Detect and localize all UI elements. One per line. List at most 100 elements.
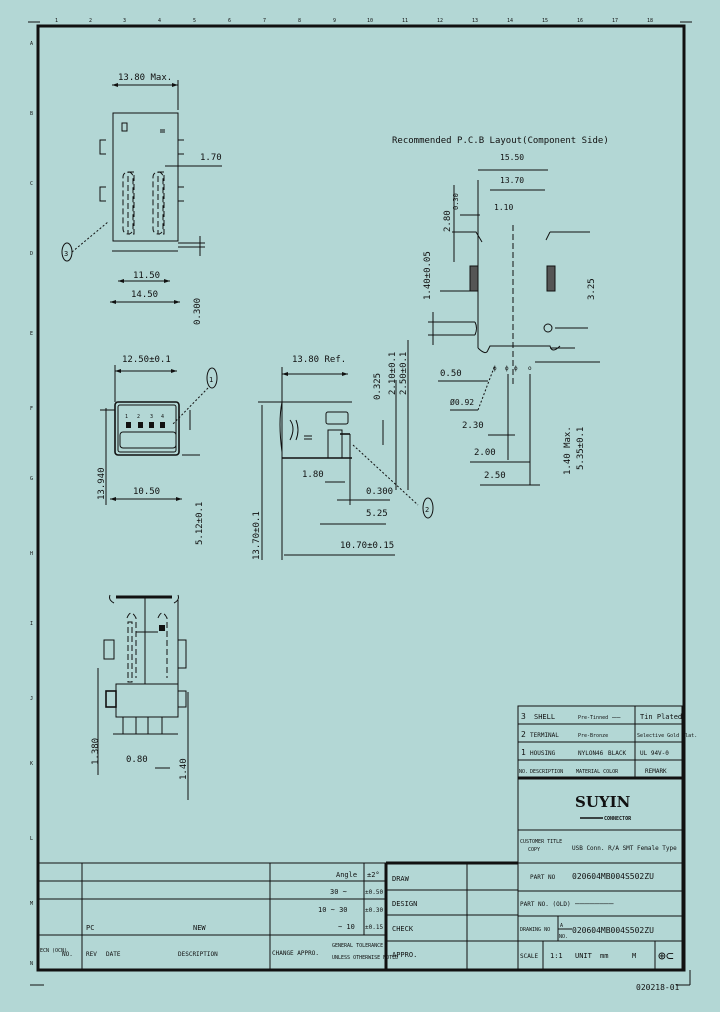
revision-block: PC NEW ECN (OCN) NO. REV DATE DESCRIPTIO… xyxy=(38,863,270,970)
svg-text:MATERIAL COLOR: MATERIAL COLOR xyxy=(576,769,619,775)
svg-text:10.70±0.15: 10.70±0.15 xyxy=(340,541,394,551)
svg-text:H: H xyxy=(30,551,33,557)
svg-text:3: 3 xyxy=(64,250,68,258)
svg-text:CHANGE APPRO.: CHANGE APPRO. xyxy=(272,950,319,957)
tolerance-block: Angle ±2° 30 ~ ±0.50 10 ~ 30 ±0.30 ~ 10 … xyxy=(38,862,398,970)
svg-text:14: 14 xyxy=(507,18,513,24)
svg-text:10 ~ 30: 10 ~ 30 xyxy=(318,906,348,914)
svg-text:0.325: 0.325 xyxy=(373,373,383,400)
svg-text:2: 2 xyxy=(89,18,92,24)
svg-text:NYLON46: NYLON46 xyxy=(578,750,604,757)
svg-text:D: D xyxy=(30,251,33,257)
svg-text:M: M xyxy=(632,952,636,960)
projection-symbol: ⊕⊂ xyxy=(658,949,674,964)
svg-text:NO.: NO. xyxy=(559,934,568,940)
svg-text:15: 15 xyxy=(542,18,548,24)
svg-text:B: B xyxy=(30,111,33,117)
svg-text:APPRO.: APPRO. xyxy=(392,951,417,959)
document-code: 020218-01 xyxy=(636,983,680,992)
svg-text:PC: PC xyxy=(86,924,94,932)
svg-text:18: 18 xyxy=(647,18,653,24)
svg-text:±0.30: ±0.30 xyxy=(365,907,383,914)
svg-text:NEW: NEW xyxy=(193,924,206,932)
svg-text:2.30: 2.30 xyxy=(462,421,484,431)
svg-text:±2°: ±2° xyxy=(367,871,380,879)
svg-text:————————: ———————— xyxy=(575,899,614,908)
svg-text:0.50: 0.50 xyxy=(440,369,462,379)
svg-text:SHELL: SHELL xyxy=(534,713,555,721)
svg-text:DESCRIPTION: DESCRIPTION xyxy=(178,951,218,958)
svg-text:020604MB004S502ZU: 020604MB004S502ZU xyxy=(572,926,654,935)
svg-text:UL 94V-0: UL 94V-0 xyxy=(640,750,669,757)
svg-text:ϕ: ϕ xyxy=(514,365,518,372)
svg-text:1: 1 xyxy=(521,748,526,757)
svg-text:DESCRIPTION: DESCRIPTION xyxy=(530,769,563,775)
front-view: 12.50±0.1 1 1 2 3 4 13.940 10.50 5.12±0.… xyxy=(97,355,218,545)
bom-table: 3 SHELL Pre-Tinned —— Tin Plated 2 TERMI… xyxy=(517,705,697,780)
svg-text:GENERAL TOLERANCE: GENERAL TOLERANCE xyxy=(332,943,383,949)
svg-text:REV: REV xyxy=(86,951,97,958)
sheet-border xyxy=(36,24,686,972)
svg-text:30 ~: 30 ~ xyxy=(330,888,347,896)
svg-text:0.30: 0.30 xyxy=(452,193,460,210)
svg-text:CONNECTOR: CONNECTOR xyxy=(604,816,632,822)
svg-text:N: N xyxy=(30,961,33,967)
svg-text:~ 10: ~ 10 xyxy=(338,923,355,931)
svg-text:2.50: 2.50 xyxy=(484,471,506,481)
svg-text:14.50: 14.50 xyxy=(131,290,158,300)
svg-text:PART NO: PART NO xyxy=(530,874,556,881)
svg-text:CHECK: CHECK xyxy=(392,925,414,933)
svg-text:DATE: DATE xyxy=(106,951,121,958)
svg-text:1.380: 1.380 xyxy=(91,738,101,765)
svg-text:UNIT: UNIT xyxy=(575,952,593,960)
svg-text:11: 11 xyxy=(402,18,408,24)
svg-text:17: 17 xyxy=(612,18,618,24)
svg-text:0.80: 0.80 xyxy=(126,755,148,765)
svg-text:5.12±0.1: 5.12±0.1 xyxy=(195,502,205,545)
svg-text:SCALE: SCALE xyxy=(520,953,538,960)
svg-text:ϕ: ϕ xyxy=(493,365,497,372)
svg-text:13: 13 xyxy=(472,18,478,24)
svg-text:1: 1 xyxy=(125,414,128,420)
svg-text:Pre-Tinned: Pre-Tinned xyxy=(578,715,608,721)
svg-text:COPY: COPY xyxy=(528,847,540,853)
approval-block: DRAW DESIGN CHECK APPRO. xyxy=(384,861,518,970)
side-view: 13.80 Ref. 2 1.80 0.300 5.25 10.70±0.15 … xyxy=(252,340,434,560)
left-ruler: A B C D E F G H I J K L M N xyxy=(30,41,33,967)
svg-text:9: 9 xyxy=(333,18,336,24)
svg-text:M: M xyxy=(30,901,33,907)
svg-text:13.80 Ref.: 13.80 Ref. xyxy=(292,355,346,365)
svg-text:2.80: 2.80 xyxy=(443,210,453,232)
svg-text:3.25: 3.25 xyxy=(587,278,597,300)
svg-text:J: J xyxy=(30,696,33,702)
svg-text:CUSTOMER TITLE: CUSTOMER TITLE xyxy=(520,839,562,845)
svg-text:13.70: 13.70 xyxy=(500,176,524,185)
svg-text:o: o xyxy=(528,365,532,372)
svg-text:16: 16 xyxy=(577,18,583,24)
svg-text:0.300: 0.300 xyxy=(193,298,203,325)
svg-text:USB Conn. R/A SMT Female Type: USB Conn. R/A SMT Female Type xyxy=(572,845,677,852)
svg-text:1: 1 xyxy=(209,376,213,384)
svg-text:REMARK: REMARK xyxy=(645,768,667,775)
svg-text:BLACK: BLACK xyxy=(608,750,626,757)
svg-text:A: A xyxy=(560,923,563,929)
svg-text:2.00: 2.00 xyxy=(474,448,496,458)
svg-text:±0.50: ±0.50 xyxy=(365,889,383,896)
svg-text:3: 3 xyxy=(123,18,126,24)
svg-text:Pre-Bronze: Pre-Bronze xyxy=(578,733,608,739)
svg-text:10: 10 xyxy=(367,18,373,24)
svg-text:13.70±0.1: 13.70±0.1 xyxy=(252,511,262,560)
svg-text:3: 3 xyxy=(521,712,526,721)
pcb-layout-view: Recommended P.C.B Layout(Component Side)… xyxy=(392,136,609,486)
svg-text:1.40 Max.: 1.40 Max. xyxy=(563,426,573,475)
svg-text:2: 2 xyxy=(521,730,526,739)
svg-text:NO.: NO. xyxy=(62,951,73,958)
top-ruler: 1 2 3 4 5 6 7 8 9 10 11 12 13 14 15 16 1… xyxy=(55,18,653,24)
title-block: SUYIN CONNECTOR CUSTOMER TITLE COPY USB … xyxy=(517,777,683,971)
svg-text:Angle: Angle xyxy=(336,871,357,879)
svg-text:1:1: 1:1 xyxy=(550,952,563,960)
svg-text:ECN (OCN): ECN (OCN) xyxy=(40,948,67,954)
svg-text:E: E xyxy=(30,331,33,337)
svg-text:UNLESS OTHERWISE NOTED: UNLESS OTHERWISE NOTED xyxy=(332,955,398,961)
